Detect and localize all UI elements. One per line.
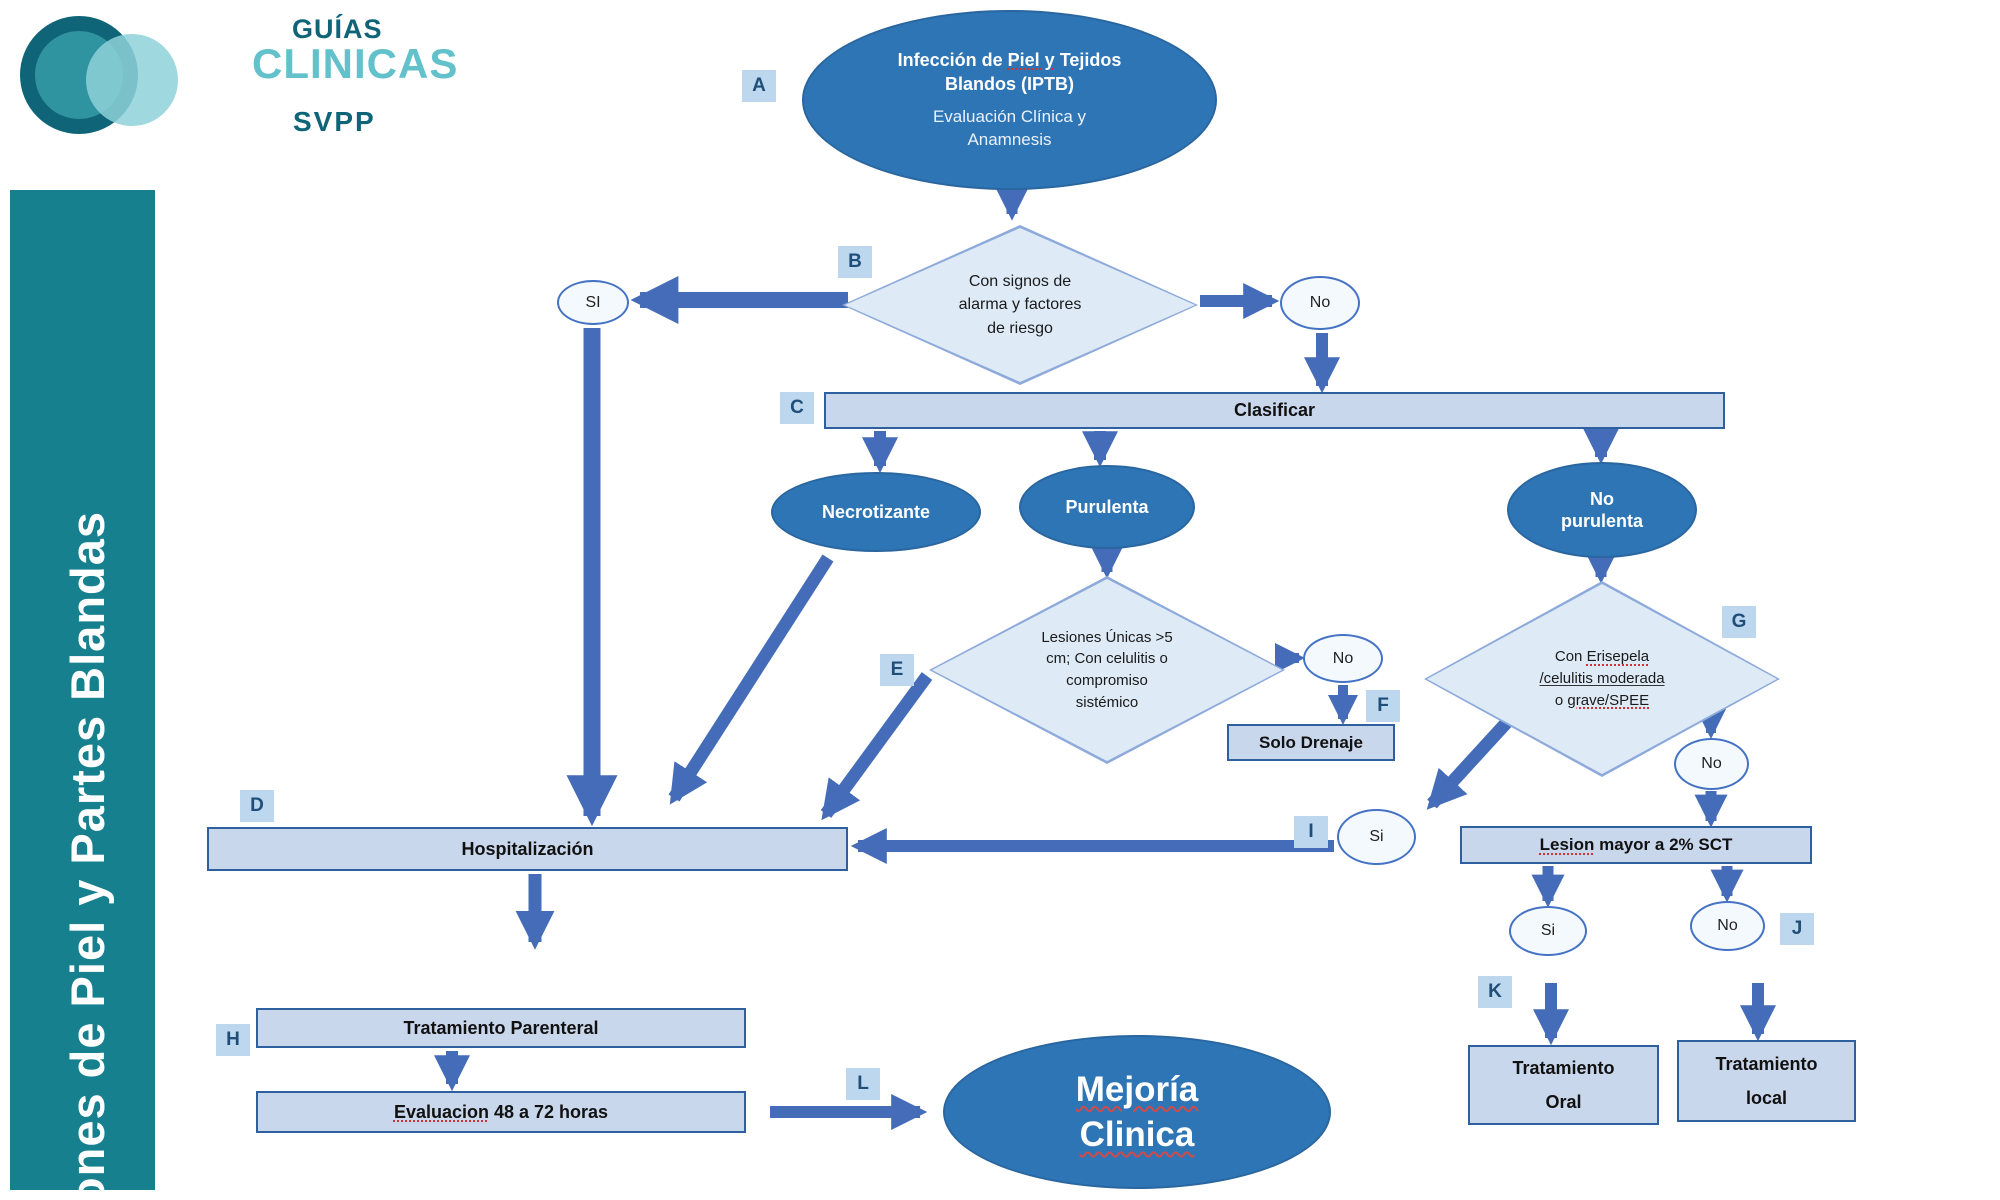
label-c: C <box>780 392 814 424</box>
label-f: F <box>1366 690 1400 722</box>
si-ellipse-sct: Si <box>1509 906 1587 956</box>
tratamiento-parenteral-box: Tratamiento Parenteral <box>256 1008 746 1048</box>
tratamiento-local-line2: local <box>1745 1088 1788 1108</box>
no-ellipse-sct: No <box>1690 901 1765 951</box>
logo-text-clinicas: CLINICAS <box>252 40 459 87</box>
no-purulenta-node: No purulenta <box>1507 462 1697 558</box>
label-j: J <box>1780 913 1814 945</box>
tratamiento-local-box: Tratamiento local <box>1677 1040 1856 1122</box>
necrotizante-node: Necrotizante <box>771 472 981 552</box>
mejoria-line2: Clinica <box>1079 1115 1195 1154</box>
sidebar-title: Infecciones de Piel y Partes Blandas <box>61 510 114 1200</box>
alarm-line2: alarma y factores <box>958 296 1082 314</box>
erisipela-line1: Con Erisepela <box>1554 648 1650 666</box>
start-title-line2: Blandos (IPTB) <box>945 74 1074 95</box>
arrow-lesiones-to-hospitalizacion <box>820 672 933 821</box>
no-purulenta-line2: purulenta <box>1560 511 1643 531</box>
lesion-sct-box: Lesion mayor a 2% SCT <box>1460 826 1812 864</box>
alarm-line3: de riesgo <box>987 319 1053 337</box>
no-ellipse-lesiones: No <box>1303 634 1383 683</box>
clasificar-bar: Clasificar <box>824 392 1725 429</box>
no-ellipse-alarm: No <box>1280 276 1360 330</box>
si-ellipse-alarm: SI <box>557 280 629 325</box>
label-a: A <box>742 70 776 102</box>
tratamiento-oral-line1: Tratamiento <box>1512 1057 1615 1078</box>
label-e: E <box>880 654 914 686</box>
label-h: H <box>216 1024 250 1056</box>
label-d: D <box>240 790 274 822</box>
lesiones-line1: Lesiones Únicas >5 <box>1041 628 1173 646</box>
no-purulenta-line1: No <box>1590 488 1614 509</box>
logo-text-svpp: SVPP <box>293 106 376 137</box>
lesiones-line3: compromiso <box>1066 672 1148 689</box>
purulenta-node: Purulenta <box>1019 465 1195 549</box>
mejoria-clinica-node: Mejoría Clinica <box>943 1035 1331 1189</box>
label-i: I <box>1294 816 1328 848</box>
label-b: B <box>838 246 872 278</box>
logo-text-guias: GUÍAS <box>292 14 383 44</box>
no-ellipse-erisipela: No <box>1674 738 1749 790</box>
start-subtitle-line1: Evaluación Clínica y <box>932 107 1087 127</box>
tratamiento-oral-box: Tratamiento Oral <box>1468 1045 1659 1125</box>
arrow-necrotizante-to-hospitalizacion <box>668 554 834 805</box>
evaluacion-text: Evaluacion 48 a 72 horas <box>393 1101 609 1122</box>
label-l: L <box>846 1068 880 1100</box>
start-subtitle-line2: Anamnesis <box>967 130 1052 150</box>
label-k: K <box>1478 976 1512 1008</box>
tratamiento-oral-line2: Oral <box>1545 1092 1582 1112</box>
hospitalizacion-box: Hospitalización <box>207 827 848 871</box>
lesiones-line4: sistémico <box>1075 693 1139 711</box>
label-g: G <box>1722 606 1756 638</box>
erisipela-line2: /celulitis moderada <box>1539 670 1665 688</box>
tratamiento-local-line1: Tratamiento <box>1715 1053 1818 1074</box>
lesiones-line2: cm; Con celulitis o <box>1046 650 1168 668</box>
sidebar: Infecciones de Piel y Partes Blandas <box>10 190 155 1200</box>
decision-lesiones: Lesiones Únicas >5 cm; Con celulitis o c… <box>929 576 1285 764</box>
solo-drenaje-box: Solo Drenaje <box>1227 724 1395 761</box>
start-node: Infección de Piel y Tejidos Blandos (IPT… <box>802 10 1217 190</box>
logo-circle-light <box>86 34 178 126</box>
evaluacion-box: Evaluacion 48 a 72 horas <box>256 1091 746 1133</box>
mejoria-line1: Mejoría <box>1075 1069 1199 1109</box>
si-ellipse-erisipela: Si <box>1337 809 1416 865</box>
arrow-erisipela-to-si <box>1426 716 1513 810</box>
decision-erisipela: Con Erisepela /celulitis moderada o grav… <box>1424 581 1780 777</box>
decision-alarm-signs: Con signos de alarma y factores de riesg… <box>842 225 1198 385</box>
start-title-line1: Infección de Piel y Tejidos <box>897 49 1122 70</box>
lesion-sct-text: Lesion mayor a 2% SCT <box>1539 835 1733 854</box>
erisipela-line3: o grave/SPEE <box>1554 691 1650 709</box>
alarm-line1: Con signos de <box>968 273 1072 291</box>
